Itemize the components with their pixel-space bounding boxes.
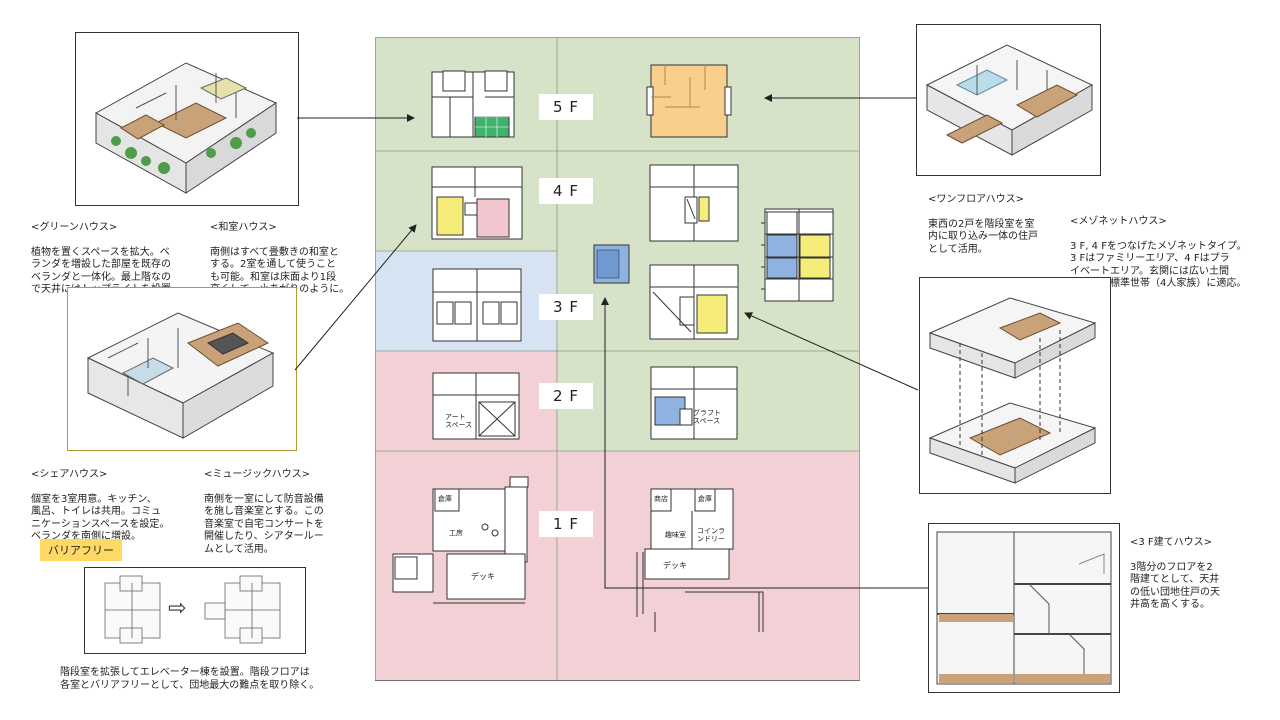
plan-5f-one-floor-house [646, 64, 732, 138]
plan-2f-left [432, 372, 520, 440]
plan-3f-share-house [432, 268, 522, 342]
barrier-free-caption: 階段室を拡張してエレベーター棟を設置。階段フロアは 各室とバリアフリーとして、団… [60, 667, 320, 691]
plan-label-craft-space: グラフト スペース [693, 409, 721, 425]
plan-4f-japanese-house [431, 166, 523, 240]
one-floor-house-title: <ワンフロアハウス> [928, 193, 1025, 205]
barrier-free-badge: バリアフリー [40, 539, 122, 561]
one-floor-house-body: 東西の2戸を階段室を室 内に取り込み一体の住戸 として活用。 [928, 218, 1038, 255]
building-elevation-diagram: 5 F 4 F 3 F 2 F 1 F アート スペース グラフト スペース 倉… [375, 37, 860, 681]
green-house-illustration [75, 32, 299, 206]
maisonette-isometric-svg [928, 297, 1097, 484]
one-floor-house-illustration [916, 24, 1101, 176]
green-house-isometric-svg [94, 62, 278, 194]
plan-label-storage2: 倉庫 [698, 495, 712, 503]
plan-label-art-space: アート スペース [445, 413, 473, 429]
floor-label-2f: 2 F [539, 383, 593, 409]
one-floor-house-desc: <ワンフロアハウス> 東西の2戸を階段室を室 内に取り込み一体の住戸 として活用… [928, 181, 1078, 269]
music-house-title: <ミュージックハウス> [204, 468, 311, 480]
share-house-title: <シェアハウス> [31, 468, 108, 480]
floor-label-4f: 4 F [539, 178, 593, 204]
share-house-isometric-svg [86, 312, 275, 439]
plan-3f-maisonette-lower [649, 264, 739, 340]
maisonette-section-diagram [761, 208, 834, 302]
floor-label-5f: 5 F [539, 94, 593, 120]
plan-2f-right [650, 366, 738, 440]
floor-label-1f: 1 F [539, 511, 593, 537]
three-story-house-title: <3 F建てハウス> [1130, 536, 1213, 548]
maisonette-house-title: <メゾネットハウス> [1070, 215, 1167, 227]
plan-4f-maisonette-upper [649, 164, 739, 242]
barrier-free-arrow: ⇨ [168, 596, 187, 621]
music-house-body: 南側を一室にして防音設備 を施し音楽室とする。この 音楽室で自宅コンサートを 開… [204, 493, 324, 555]
maisonette-house-illustration [919, 277, 1111, 494]
plan-1f-left [392, 476, 529, 604]
maisonette-house-desc: <メゾネットハウス> 3 F, 4 Fをつなげたメゾネットタイプ。 3 Fはファ… [1070, 203, 1275, 303]
floor-bands-svg [375, 37, 860, 681]
three-story-house-illustration [928, 523, 1120, 693]
plan-label-workshop: 工房 [449, 529, 463, 537]
floor-label-3f: 3 F [539, 294, 593, 320]
share-house-body: 個室を3室用意。キッチン、 風呂、トイレは共用。コミュ ニケーションスペースを設… [31, 493, 170, 543]
share-house-desc: <シェアハウス> 個室を3室用意。キッチン、 風呂、トイレは共用。コミュ ニケー… [31, 456, 201, 556]
barrier-free-plans-svg [104, 575, 281, 644]
plan-label-shop: 商店 [654, 495, 668, 503]
share-music-house-illustration [67, 287, 297, 451]
barrier-free-diagram: ⇨ [84, 567, 306, 654]
plan-label-deck-left: デッキ [471, 572, 495, 581]
plan-5f-green-house [431, 70, 515, 138]
three-story-house-desc: <3 F建てハウス> 3階分のフロアを2 階建てとして、天井 の低い団地住戸の天… [1130, 524, 1250, 624]
green-house-title: <グリーンハウス> [31, 221, 118, 233]
plan-label-deck-right: デッキ [663, 561, 687, 570]
one-floor-isometric-svg [925, 44, 1094, 156]
plan-label-storage: 倉庫 [438, 495, 452, 503]
maisonette-house-body: 3 F, 4 Fをつなげたメゾネットタイプ。 3 Fはファミリーエリア、4 Fは… [1070, 240, 1247, 290]
plan-label-hobby-room: 趣味室 [665, 531, 686, 539]
music-house-desc: <ミュージックハウス> 南側を一室にして防音設備 を施し音楽室とする。この 音楽… [204, 456, 354, 569]
japanese-house-title: <和室ハウス> [210, 221, 277, 233]
three-story-house-body: 3階分のフロアを2 階建てとして、天井 の低い団地住戸の天 井高を高くする。 [1130, 561, 1220, 611]
plan-label-coin-laundry: コインラ ンドリー [697, 527, 725, 543]
three-story-section-svg [936, 531, 1112, 685]
